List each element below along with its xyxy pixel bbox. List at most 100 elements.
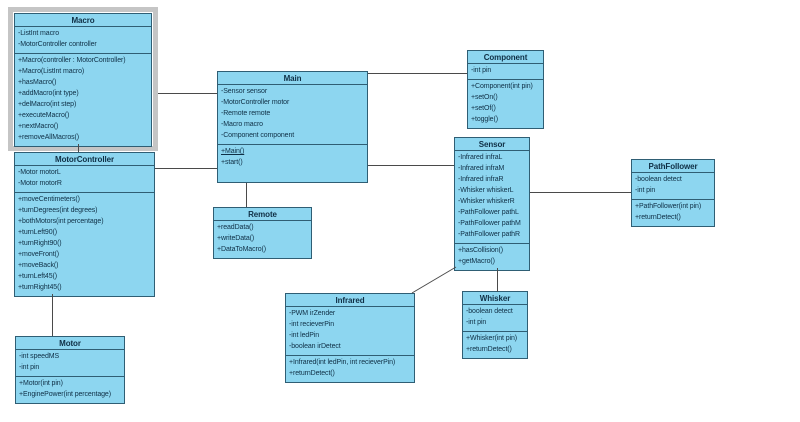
attribute-line: -ListInt macro: [18, 30, 60, 37]
method-line: +Whisker(int pin): [466, 335, 518, 342]
method-line: +turnDegrees(int degrees): [18, 207, 98, 214]
class-component-attributes: -int pin: [468, 64, 543, 79]
class-remote-title: Remote: [214, 208, 311, 221]
class-motor-methods: +Motor(int pin) +EnginePower(int percenta…: [16, 376, 124, 403]
class-main-methods: +Main()+start(): [218, 144, 367, 171]
method-line: +hasCollision(): [458, 247, 503, 254]
method-line: +moveCentimeters(): [18, 196, 80, 203]
attribute-line: -Whisker whiskerR: [458, 198, 515, 205]
class-infrared[interactable]: Infrared -PWM irZender -int recieverPin -i…: [285, 293, 415, 383]
connector-sensor-pathfollower[interactable]: [530, 192, 631, 193]
method-line: +Infrared(int ledPin, int recieverPin): [289, 359, 396, 366]
class-sensor-methods: +hasCollision() +getMacro(): [455, 243, 529, 270]
attribute-line: -PathFollower pathL: [458, 209, 519, 216]
attribute-line: -int speedMS: [19, 353, 60, 360]
class-motorcontroller-title: MotorController: [15, 153, 154, 166]
attribute-line: -PWM irZender: [289, 310, 336, 317]
class-remote[interactable]: Remote +readData()+writeData()+DataToMac…: [213, 207, 312, 259]
method-line: +PathFollower(int pin): [635, 203, 702, 210]
class-component-title: Component: [468, 51, 543, 64]
method-line: +toggle(): [471, 116, 498, 123]
attribute-line: -MotorController controller: [18, 41, 97, 48]
class-infrared-title: Infrared: [286, 294, 414, 307]
class-main[interactable]: Main -Sensor sensor-MotorController moto…: [217, 71, 368, 183]
method-line: +setOf(): [471, 105, 496, 112]
class-component[interactable]: Component -int pin +Component(int pin) +s…: [467, 50, 544, 129]
connector-macro-main[interactable]: [158, 93, 217, 94]
method-line: +writeData(): [217, 235, 255, 242]
class-whisker[interactable]: Whisker -boolean detect-int pin +Whisker…: [462, 291, 528, 359]
class-motor-attributes: -int speedMS-int pin: [16, 350, 124, 376]
method-line: +turnRight45(): [18, 284, 62, 291]
class-whisker-methods: +Whisker(int pin) +returnDetect(): [463, 331, 527, 358]
attribute-line: -int pin: [471, 67, 492, 74]
connector-main-remote[interactable]: [246, 183, 247, 207]
class-motor[interactable]: Motor -int speedMS-int pin +Motor(int pi…: [15, 336, 125, 404]
class-whisker-attributes: -boolean detect -int pin: [463, 305, 527, 331]
method-line: +Macro(ListInt macro): [18, 68, 85, 75]
attribute-line: -int pin: [466, 319, 487, 326]
method-line: +Motor(int pin): [19, 380, 63, 387]
method-line: +delMacro(int step): [18, 101, 77, 108]
class-component-methods: +Component(int pin) +setOn() +setOf() +togg…: [468, 79, 543, 128]
method-line: +Component(int pin): [471, 83, 533, 90]
attribute-line: -Motor motorL: [18, 169, 61, 176]
class-motorcontroller-methods: +moveCentimeters() +turnDegrees(int degre…: [15, 192, 154, 296]
class-motorcontroller[interactable]: MotorController -Motor motorL -Motor moto…: [14, 152, 155, 297]
attribute-line: -MotorController motor: [221, 99, 290, 106]
connector-main-component[interactable]: [368, 73, 467, 74]
method-line: +turnLeft45(): [18, 273, 57, 280]
attribute-line: -int recieverPin: [289, 321, 335, 328]
attribute-line: -int pin: [635, 187, 656, 194]
attribute-line: -Motor motorR: [18, 180, 62, 187]
attribute-line: -int ledPin: [289, 332, 320, 339]
connector-macro-motorcontroller[interactable]: [78, 144, 79, 152]
class-infrared-methods: +Infrared(int ledPin, int recieverPin)+r…: [286, 355, 414, 382]
class-macro-title: Macro: [15, 14, 151, 27]
method-line: +returnDetect(): [635, 214, 681, 221]
method-line: +returnDetect(): [466, 346, 512, 353]
method-line: +turnLeft90(): [18, 229, 57, 236]
attribute-line: -PathFollower pathR: [458, 231, 520, 238]
class-pathfollower-attributes: -boolean detect -int pin: [632, 173, 714, 199]
method-line: +moveBack(): [18, 262, 59, 269]
connector-main-sensor[interactable]: [368, 165, 454, 166]
connector-motorcontroller-main[interactable]: [155, 168, 217, 169]
method-line: +EnginePower(int percentage): [19, 391, 111, 398]
class-pathfollower[interactable]: PathFollower -boolean detect -int pin +Pa…: [631, 159, 715, 227]
method-line: +Main(): [221, 148, 245, 155]
class-sensor-title: Sensor: [455, 138, 529, 151]
method-line: +executeMacro(): [18, 112, 70, 119]
class-main-attributes: -Sensor sensor-MotorController motor-Rem…: [218, 85, 367, 144]
class-main-title: Main: [218, 72, 367, 85]
class-macro-attributes: -ListInt macro -MotorController controlle…: [15, 27, 151, 53]
method-line: +addMacro(int type): [18, 90, 79, 97]
connector-motorcontroller-motor[interactable]: [52, 294, 53, 336]
method-line: +bothMotors(int percentage): [18, 218, 104, 225]
attribute-line: -Whisker whiskerL: [458, 187, 514, 194]
attribute-line: -boolean detect: [635, 176, 682, 183]
method-line: +getMacro(): [458, 258, 495, 265]
class-remote-methods: +readData()+writeData()+DataToMacro(): [214, 221, 311, 258]
attribute-line: -Component component: [221, 132, 295, 139]
method-line: +Macro(controller : MotorController): [18, 57, 126, 64]
class-macro[interactable]: Macro -ListInt macro -MotorController con…: [14, 13, 152, 147]
method-line: +turnRight90(): [18, 240, 62, 247]
attribute-line: -Remote remote: [221, 110, 271, 117]
attribute-line: -Macro macro: [221, 121, 263, 128]
class-sensor[interactable]: Sensor -Infrared infraL-Infrared infraM-…: [454, 137, 530, 271]
connector-sensor-whisker[interactable]: [497, 268, 498, 292]
class-sensor-attributes: -Infrared infraL -Infrared infraM -Infrare…: [455, 151, 529, 243]
attribute-line: -Infrared infraL: [458, 154, 503, 161]
attribute-line: -Infrared infraR: [458, 176, 504, 183]
class-infrared-attributes: -PWM irZender -int recieverPin -int ledPin…: [286, 307, 414, 355]
selection-frame: [8, 7, 158, 151]
method-line: +DataToMacro(): [217, 246, 266, 253]
attribute-line: -boolean detect: [466, 308, 513, 315]
class-pathfollower-title: PathFollower: [632, 160, 714, 173]
method-line: +moveFront(): [18, 251, 60, 258]
attribute-line: -Infrared infraM: [458, 165, 505, 172]
method-line: +removeAllMacros(): [18, 134, 80, 141]
class-pathfollower-methods: +PathFollower(int pin) +returnDetect(): [632, 199, 714, 226]
method-line: +setOn(): [471, 94, 498, 101]
